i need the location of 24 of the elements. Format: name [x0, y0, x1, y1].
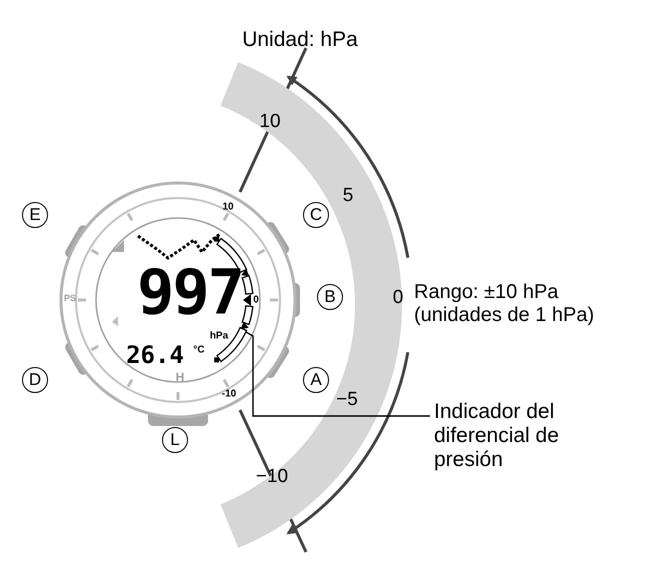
- indicator-value: 10: [222, 201, 234, 213]
- button-callout: D: [22, 367, 48, 393]
- button-callout: E: [22, 202, 48, 228]
- display-readout: 997: [137, 256, 243, 328]
- scale-value: 5: [342, 185, 354, 207]
- unit-label: °C: [193, 344, 205, 356]
- unit-label: hPa: [210, 330, 228, 342]
- unit-title: Unidad: hPa: [242, 28, 358, 52]
- button-callout: C: [303, 202, 329, 228]
- range-note: Rango: ±10 hPa (unidades de 1 hPa): [414, 281, 596, 327]
- display-readout: 26.4: [126, 342, 184, 370]
- scale-value: 10: [259, 111, 281, 133]
- callout-text: Indicador del diferencial de presión: [434, 400, 609, 472]
- scale-value: −5: [336, 389, 358, 411]
- button-callout: B: [317, 284, 343, 310]
- display-label: PS: [64, 292, 76, 304]
- scale-value: 0: [392, 287, 404, 309]
- scale-value: −10: [256, 466, 288, 488]
- display-label: H: [176, 371, 184, 385]
- indicator-value: -10: [222, 388, 236, 400]
- button-callout: L: [162, 427, 188, 453]
- indicator-value: 0: [253, 294, 259, 306]
- leader-line: [246, 331, 430, 417]
- button-callout: A: [303, 367, 329, 393]
